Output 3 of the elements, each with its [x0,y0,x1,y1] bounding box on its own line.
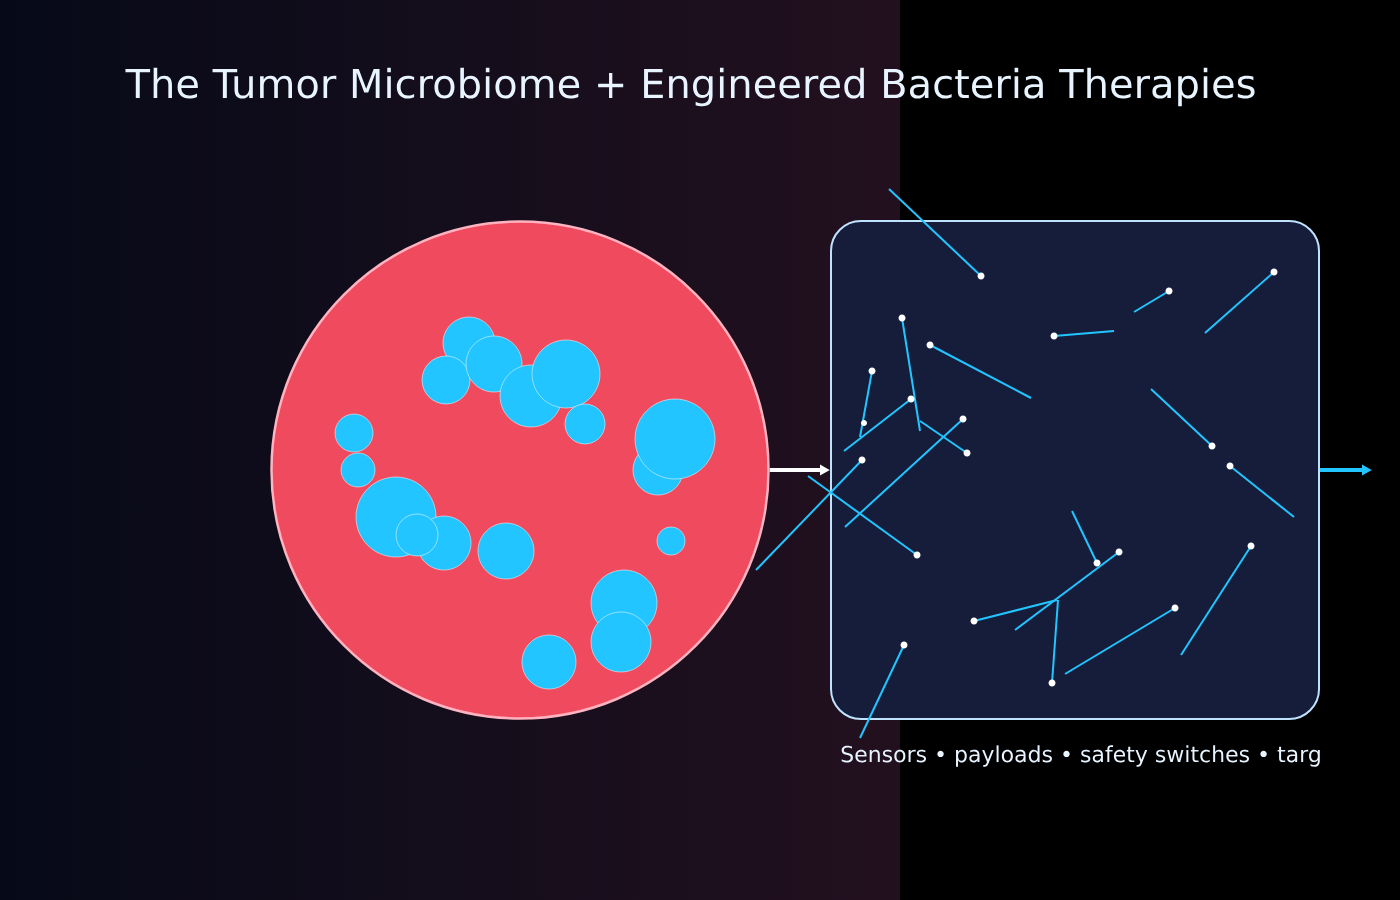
caption-text: Sensors • payloads • safety switches • targ [841,745,1320,767]
panel-box [830,220,1320,720]
title: The Tumor Microbiome + Engineered Bacteria Therapies [125,67,1255,107]
